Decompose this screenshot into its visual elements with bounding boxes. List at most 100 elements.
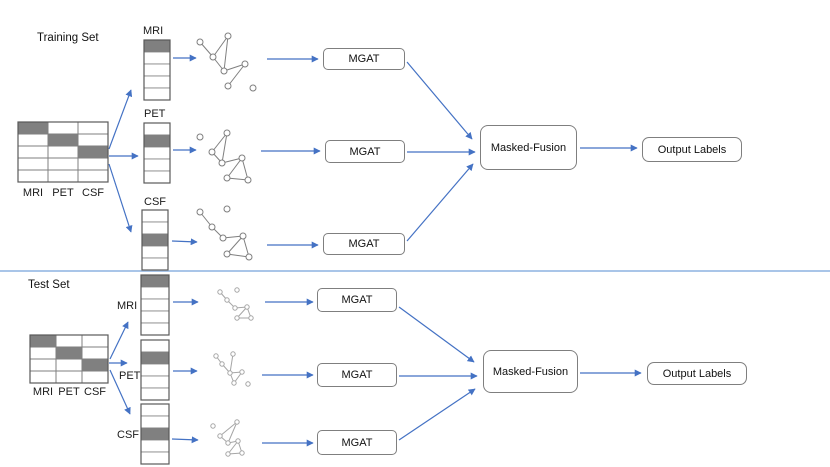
vector-label: MRI — [143, 25, 163, 37]
vector-label: CSF — [144, 196, 166, 208]
graph-node — [224, 82, 232, 90]
vector-label: MRI — [117, 300, 137, 312]
vector-cell — [140, 286, 170, 300]
training-feature-matrix: MRI PET CSF — [17, 121, 109, 199]
matrix-cell — [47, 133, 79, 147]
training-mgat1-to-fusion-arrow — [406, 61, 473, 140]
graph-edge — [226, 235, 244, 255]
vector-cell — [140, 415, 170, 429]
vector-cell — [140, 322, 170, 336]
graph-edge — [212, 35, 229, 58]
graph-edge — [226, 157, 243, 179]
vector-cell — [141, 245, 169, 259]
test-output-labels-box: Output Labels — [647, 362, 747, 385]
graph-node — [234, 419, 240, 425]
matrix-cell — [29, 358, 57, 372]
vector-label: PET — [144, 108, 166, 120]
vector-cell — [143, 39, 171, 53]
matrix-cell — [81, 358, 109, 372]
vector-cell — [140, 387, 170, 401]
graph-node — [245, 381, 251, 387]
vector-outline — [143, 39, 171, 101]
test-matrix-to-mri-vector-arrow — [109, 321, 129, 360]
graph-edge — [242, 235, 250, 258]
vector-cell — [140, 339, 170, 353]
graph-edge — [223, 63, 246, 72]
vector-cell — [140, 298, 170, 312]
vector-outline — [140, 339, 170, 401]
graph-node — [223, 250, 231, 258]
matrix-column-label: PET — [52, 187, 74, 199]
matrix-cell — [77, 133, 109, 147]
matrix-cell — [47, 145, 79, 159]
matrix-outline — [17, 121, 109, 183]
graph-node — [196, 133, 204, 141]
graph-node — [230, 351, 236, 357]
graph-node — [219, 234, 227, 242]
vector-cell — [140, 351, 170, 365]
matrix-cell — [47, 157, 79, 171]
graph-node — [248, 315, 254, 321]
test-mgat-csf-box: MGAT — [317, 430, 397, 455]
matrix-cell — [29, 346, 57, 360]
graph-edge — [226, 253, 250, 258]
training-mgat-mri-box: MGAT — [323, 48, 405, 70]
training-set-label: Training Set — [37, 32, 99, 44]
matrix-cell — [29, 370, 57, 384]
training-output-labels-box: Output Labels — [642, 137, 742, 162]
graph-edge — [227, 421, 238, 444]
vector-cell — [141, 209, 169, 223]
matrix-column-label: MRI — [23, 187, 43, 199]
graph-node — [234, 315, 240, 321]
matrix-cell — [77, 169, 109, 183]
matrix-column-label: MRI — [33, 386, 53, 398]
vector-cell — [141, 221, 169, 235]
matrix-cell — [81, 346, 109, 360]
graph-node — [223, 129, 231, 137]
vector-cell — [143, 170, 171, 184]
graph-node — [213, 353, 219, 359]
training-mgat3-to-fusion-arrow — [406, 163, 474, 242]
matrix-cell — [77, 157, 109, 171]
training-pet-graph — [196, 129, 252, 184]
vector-cell — [143, 51, 171, 65]
graph-edge — [241, 157, 249, 181]
training-mgat-pet-box: MGAT — [325, 140, 405, 163]
vector-cell — [140, 274, 170, 288]
vector-cell — [140, 363, 170, 377]
vector-outline — [143, 122, 171, 184]
matrix-cell — [55, 358, 83, 372]
matrix-cell — [55, 346, 83, 360]
vector-cell — [143, 146, 171, 160]
training-csf-vector-to-graph-arrow — [171, 238, 198, 246]
graph-edge — [211, 132, 228, 153]
matrix-cell — [55, 370, 83, 384]
matrix-column-label: CSF — [82, 187, 104, 199]
matrix-cell — [29, 334, 57, 348]
vector-cell — [140, 451, 170, 465]
vector-cell — [143, 134, 171, 148]
training-csf-vector: CSF — [141, 196, 169, 271]
vector-cell — [143, 158, 171, 172]
graph-node — [218, 159, 226, 167]
matrix-cell — [47, 169, 79, 183]
vector-label: PET — [119, 370, 141, 382]
matrix-cell — [77, 145, 109, 159]
matrix-cell — [81, 370, 109, 384]
test-csf-graph — [210, 419, 245, 457]
vector-outline — [140, 274, 170, 336]
matrix-cell — [81, 334, 109, 348]
graph-node — [208, 223, 216, 231]
graph-node — [208, 148, 216, 156]
graph-node — [223, 174, 231, 182]
graph-edge — [227, 63, 246, 87]
vector-outline — [141, 209, 169, 271]
graph-edge — [221, 132, 228, 164]
training-mgat-csf-box: MGAT — [323, 233, 405, 255]
test-masked-fusion-box: Masked-Fusion — [483, 350, 578, 393]
graph-node — [209, 53, 217, 61]
training-mri-graph — [196, 32, 257, 92]
graph-edge — [223, 35, 229, 72]
graph-node — [245, 253, 253, 261]
